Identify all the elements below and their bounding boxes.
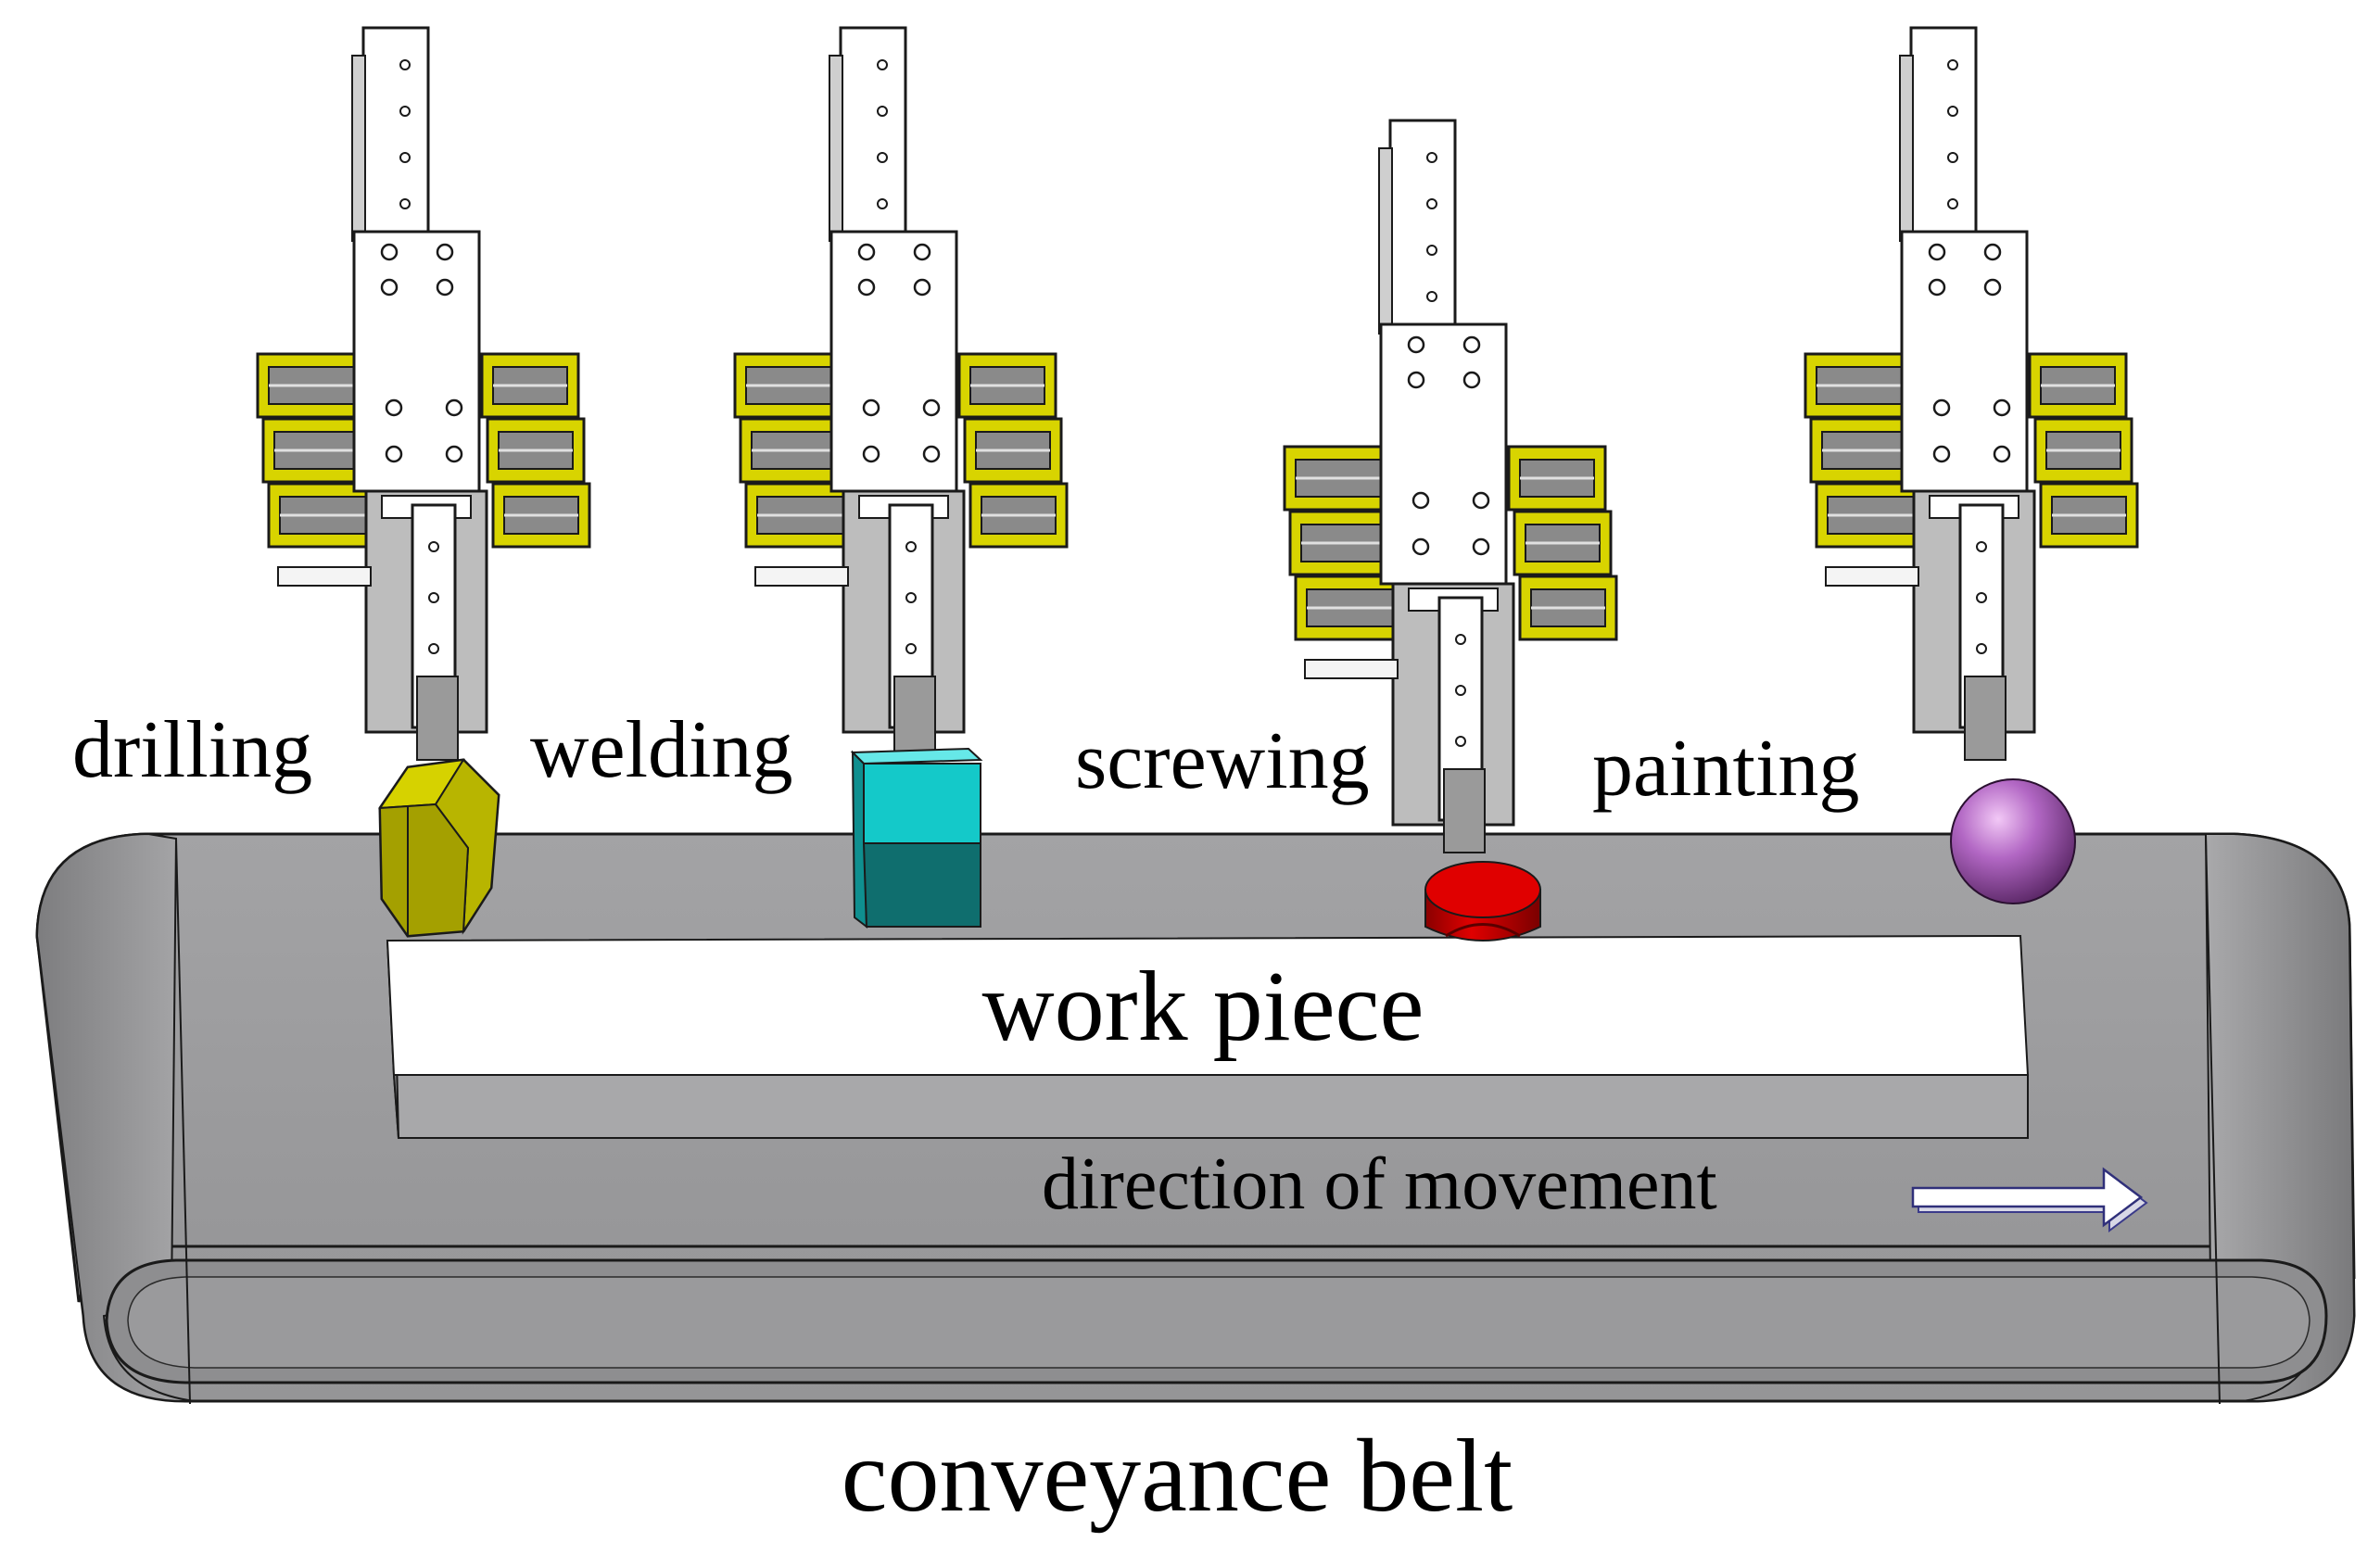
motor-left bbox=[1815, 482, 1930, 549]
drilling-tool-hexagonal-prism-icon bbox=[378, 758, 500, 938]
robot-arm-assembly bbox=[256, 26, 591, 761]
motor-left bbox=[267, 482, 382, 549]
work-piece bbox=[386, 934, 2030, 1139]
motor-right bbox=[2039, 482, 2139, 549]
motor-right bbox=[957, 352, 1057, 419]
robot-arm-assembly bbox=[1804, 26, 2139, 761]
motor-right bbox=[1513, 510, 1613, 576]
work-piece-front-face bbox=[392, 1074, 2029, 1139]
motor-left bbox=[1294, 575, 1409, 641]
station-label-welding: welding bbox=[530, 705, 793, 795]
robot-station-welding bbox=[733, 26, 1069, 761]
motor-left bbox=[256, 352, 371, 419]
painting-tool-sphere-icon bbox=[1950, 778, 2076, 904]
motor-left bbox=[1283, 445, 1398, 512]
robot-station-screwing bbox=[1283, 119, 1618, 853]
station-label-painting: painting bbox=[1592, 724, 1859, 814]
motor-right bbox=[2028, 352, 2128, 419]
motor-right bbox=[968, 482, 1069, 549]
motor-left bbox=[1804, 352, 1918, 419]
motor-right bbox=[491, 482, 591, 549]
direction-arrow-icon bbox=[1911, 1167, 2148, 1232]
motor-right bbox=[2033, 417, 2133, 484]
work-piece-label: work piece bbox=[982, 952, 1424, 1062]
robot-arm-assembly bbox=[733, 26, 1069, 761]
conveyance-belt-label: conveyance belt bbox=[842, 1419, 1513, 1534]
robot-arm-assembly bbox=[1283, 119, 1618, 853]
belt-left-end bbox=[35, 832, 196, 1402]
motor-right bbox=[480, 352, 580, 419]
robot-station-painting bbox=[1804, 26, 2139, 761]
motor-left bbox=[733, 352, 848, 419]
welding-tool-cube-icon bbox=[850, 747, 983, 929]
motor-right bbox=[963, 417, 1063, 484]
direction-of-movement-label: direction of movement bbox=[1042, 1144, 1717, 1225]
station-label-screwing: screwing bbox=[1075, 716, 1370, 806]
motor-left bbox=[744, 482, 859, 549]
motor-right bbox=[486, 417, 586, 484]
screwing-tool-cylinder-icon bbox=[1424, 861, 1541, 941]
motor-right bbox=[1507, 445, 1607, 512]
station-label-drilling: drilling bbox=[72, 705, 312, 795]
robot-station-drilling bbox=[256, 26, 591, 761]
motor-right bbox=[1518, 575, 1618, 641]
